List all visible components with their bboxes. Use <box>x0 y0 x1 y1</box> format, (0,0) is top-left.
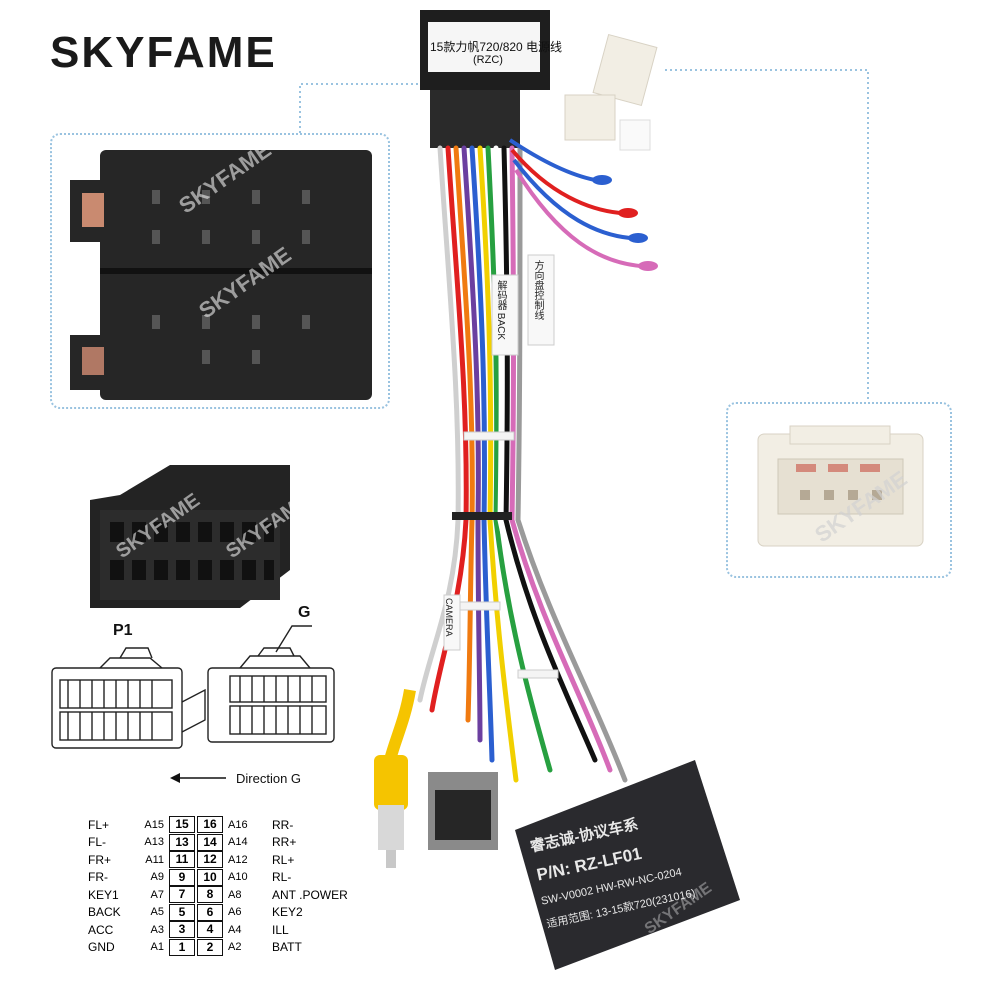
pin-number: 16 <box>197 816 223 834</box>
pin-id: A7 <box>150 888 164 901</box>
p1-label: P1 <box>113 622 133 639</box>
pin-label: FR+ <box>88 852 112 867</box>
pin-number: 2 <box>197 938 223 956</box>
plug-label-line2: (RZC) <box>473 54 503 66</box>
pin-label: RL+ <box>272 852 295 867</box>
pin-label: KEY2 <box>272 905 303 920</box>
connector-line-drawings <box>51 625 335 749</box>
g-label: G <box>298 604 311 621</box>
pin-id: A2 <box>228 941 242 954</box>
pin-number: 5 <box>169 903 195 921</box>
pin-label: KEY1 <box>88 887 119 902</box>
pin-number: 8 <box>197 886 223 904</box>
pin-id: A4 <box>228 923 242 936</box>
pin-label: RR- <box>272 817 294 832</box>
pin-label: BACK <box>88 905 121 920</box>
cable-tag: 解码器 BACK <box>495 280 506 341</box>
pin-id: A6 <box>228 906 242 919</box>
pin-label: RR+ <box>272 835 297 850</box>
pin-number: 14 <box>197 833 223 851</box>
pin-number: 11 <box>169 851 195 869</box>
brand-logo: SKYFAME <box>50 28 277 77</box>
plug-label-line1: 15款力帆720/820 电源线 <box>430 40 563 54</box>
iso-connector-panel: SKYFAME SKYFAME <box>50 133 390 409</box>
pin-number: 6 <box>197 903 223 921</box>
camera-tag: CAMERA <box>444 598 454 637</box>
pin-number: 12 <box>197 851 223 869</box>
cable-tag: 方向盘控制线 <box>532 260 543 320</box>
pin-number: 15 <box>169 816 195 834</box>
pin-id: A14 <box>228 836 248 849</box>
pin-label: ILL <box>272 922 289 937</box>
pin-number: 3 <box>169 921 195 939</box>
pin-label: FL- <box>88 835 106 850</box>
sixteen-pin-connector <box>90 465 290 608</box>
pin-number: 1 <box>169 938 195 956</box>
white-plug-panel: SKYFAME <box>726 402 952 578</box>
pin-id: A10 <box>228 871 248 884</box>
pin-id: A12 <box>228 853 248 866</box>
pin-id: A1 <box>150 941 164 954</box>
pin-number: 9 <box>169 868 195 886</box>
white-plug <box>757 425 924 547</box>
pin-id: A8 <box>228 888 242 901</box>
pin-label: BATT <box>272 940 302 955</box>
pin-id: A11 <box>145 853 164 866</box>
pin-label: FR- <box>88 870 108 885</box>
wiring-harness <box>374 10 740 970</box>
pin-id: A5 <box>150 906 164 919</box>
direction-label: Direction G <box>236 771 302 786</box>
pin-id: A9 <box>150 871 164 884</box>
pin-number: 10 <box>197 868 223 886</box>
direction-arrow-icon <box>170 773 226 783</box>
pin-label: RL- <box>272 870 292 885</box>
pin-id: A16 <box>228 818 248 831</box>
pin-label: GND <box>88 940 115 955</box>
pin-label: FL+ <box>88 817 110 832</box>
pin-id: A13 <box>144 836 164 849</box>
pin-label: ANT .POWER <box>272 887 348 902</box>
pin-label: ACC <box>88 922 114 937</box>
iso-connector <box>70 150 372 400</box>
pin-id: A3 <box>150 923 164 936</box>
pin-number: 7 <box>169 886 195 904</box>
pin-number: 4 <box>197 921 223 939</box>
pin-id: A15 <box>144 818 164 831</box>
pin-number: 13 <box>169 833 195 851</box>
